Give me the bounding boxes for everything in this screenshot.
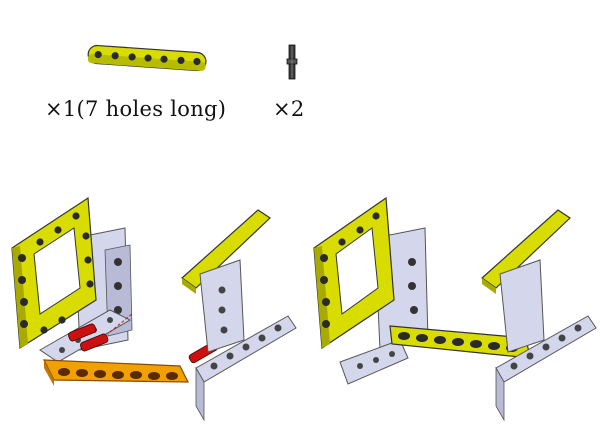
grey-L-bracket-left-step	[195, 259, 297, 422]
yellow-beam-icon	[87, 44, 207, 72]
grey-base-right	[339, 339, 409, 385]
red-pins-left	[68, 313, 133, 352]
yellow-top-beam-right-step	[481, 209, 571, 294]
beam-quantity-label: ×1(7 holes long)	[45, 97, 227, 121]
yellow-top-beam-left-step	[181, 209, 271, 294]
grey-L-bracket-right-step	[495, 259, 597, 422]
yellow-square-frame	[11, 196, 97, 350]
assembly-step-assembled	[313, 196, 597, 422]
axle-pin-icon	[286, 44, 298, 80]
pin-quantity-label: ×2	[273, 97, 305, 121]
assembly-step-exploded	[11, 196, 297, 422]
highlighted-orange-beam	[43, 359, 189, 386]
yellow-square-frame-right	[313, 196, 395, 350]
